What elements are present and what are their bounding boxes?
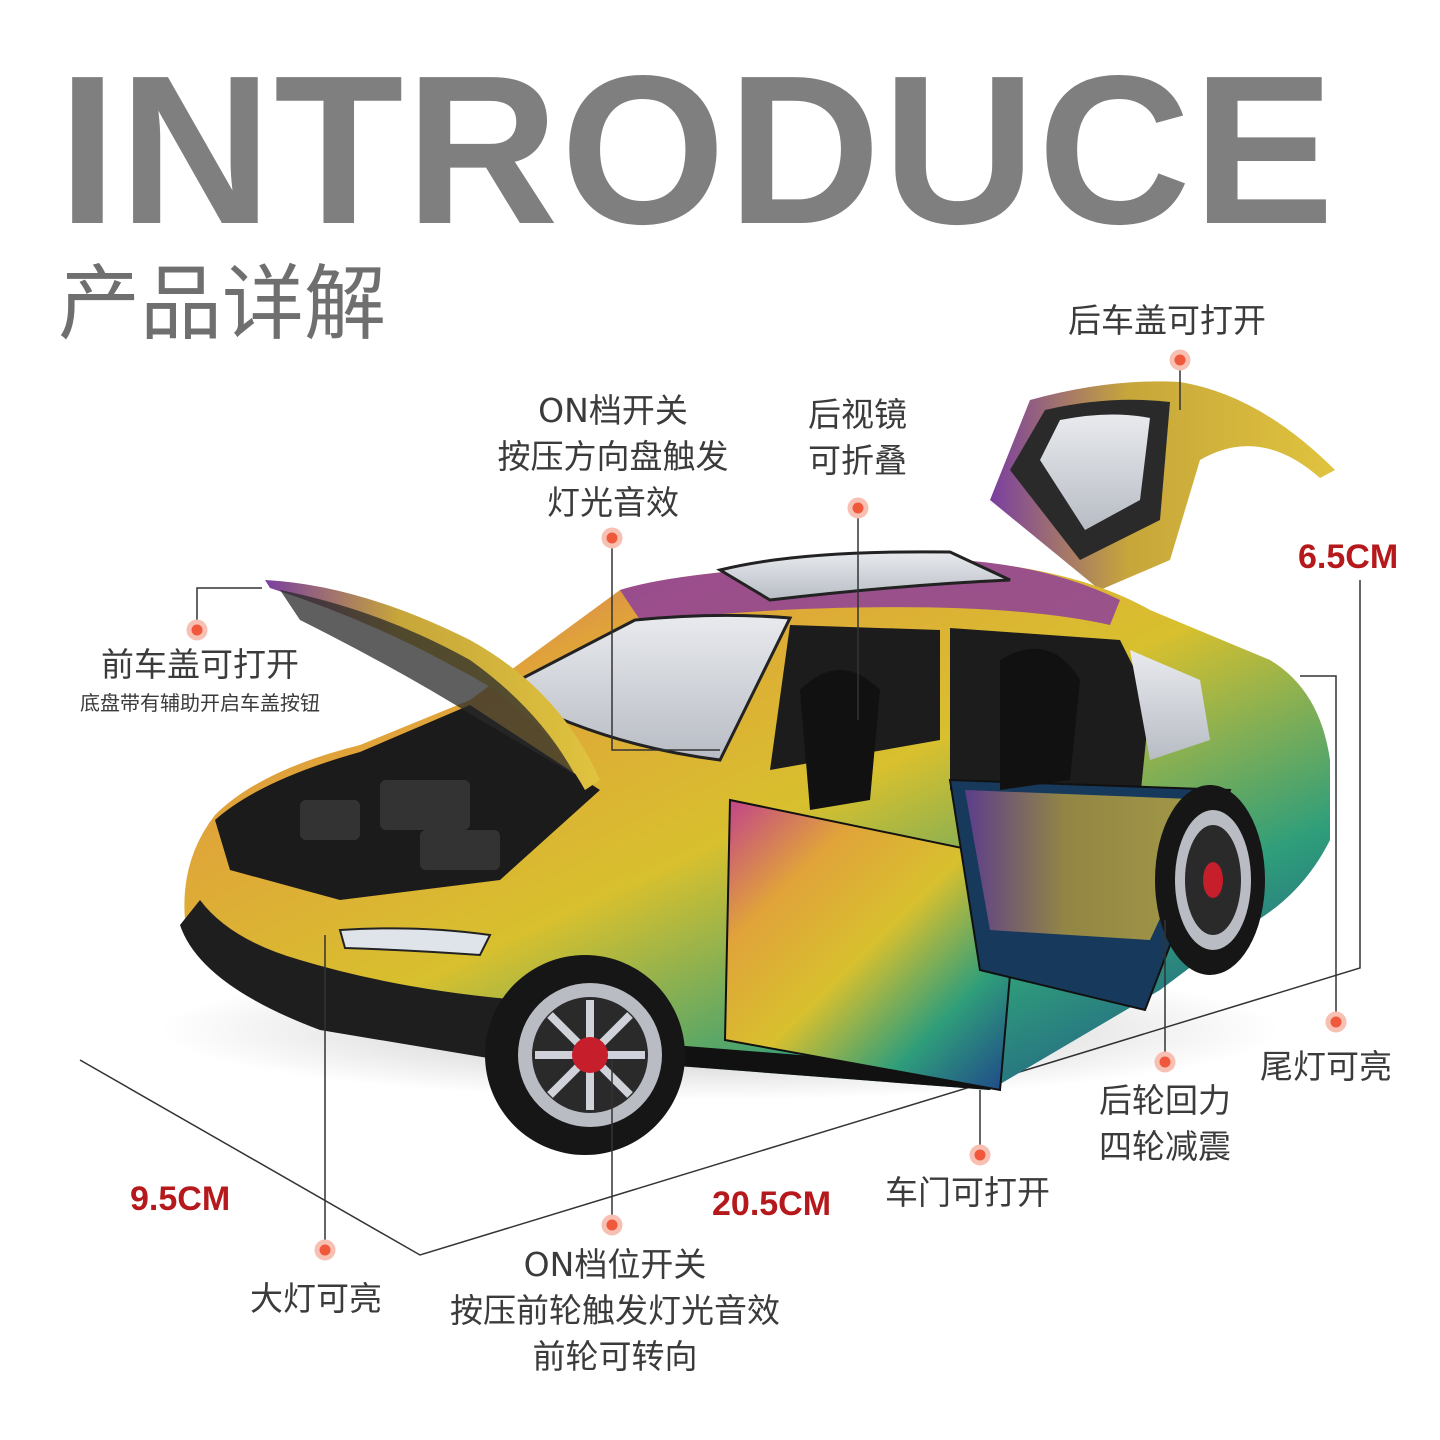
callout-head-light: 大灯可亮: [250, 1276, 382, 1322]
callout-mirror-line-2: 可折叠: [808, 441, 907, 480]
callout-on-switch-bottom: ON档位开关 按压前轮触发灯光音效 前轮可转向: [420, 1242, 810, 1380]
callout-mirror-line-1: 后视镜: [808, 395, 907, 434]
callout-door-line-1: 车门可打开: [885, 1173, 1050, 1212]
callout-on-switch-bottom-line-2: 按压前轮触发灯光音效: [450, 1291, 780, 1330]
callout-head-light-line-1: 大灯可亮: [250, 1279, 382, 1318]
callout-rear-wheel: 后轮回力 四轮减震: [1080, 1078, 1250, 1170]
callout-mirror: 后视镜 可折叠: [790, 392, 925, 484]
car-body: [180, 550, 1330, 1092]
callout-door: 车门可打开: [885, 1170, 1050, 1216]
dimension-width: 9.5CM: [130, 1180, 231, 1218]
rear-tailgate: [990, 381, 1335, 590]
callout-on-switch-bottom-line-3: 前轮可转向: [532, 1337, 698, 1376]
callout-dots: [186, 349, 1347, 1261]
callout-front-hood-line-1: 前车盖可打开: [101, 645, 299, 684]
callout-on-switch-bottom-line-1: ON档位开关: [523, 1245, 707, 1284]
dimension-length: 20.5CM: [712, 1185, 832, 1223]
callout-rear-wheel-line-2: 四轮减震: [1099, 1127, 1231, 1166]
rear-wheel: [1155, 785, 1265, 975]
dimension-height: 6.5CM: [1298, 538, 1399, 576]
callout-on-switch-top-line-2: 按压方向盘触发: [497, 437, 729, 476]
callout-front-hood: 前车盖可打开 底盘带有辅助开启车盖按钮: [40, 642, 360, 718]
leader-lines: [196, 360, 1337, 1250]
callout-rear-wheel-line-1: 后轮回力: [1099, 1081, 1231, 1120]
callout-tail-light-line-1: 尾灯可亮: [1260, 1047, 1392, 1086]
callout-rear-hood-line-1: 后车盖可打开: [1068, 301, 1266, 340]
page-subtitle: 产品详解: [58, 257, 387, 352]
front-wheel: [485, 955, 685, 1155]
callout-on-switch-top-line-3: 灯光音效: [547, 483, 679, 522]
dimension-lines: [79, 580, 1361, 1256]
page-title: INTRODUCE: [58, 31, 1337, 268]
callout-rear-hood: 后车盖可打开: [1068, 298, 1266, 344]
callout-on-switch-top-line-1: ON档开关: [538, 391, 688, 430]
callout-on-switch-top: ON档开关 按压方向盘触发 灯光音效: [478, 388, 748, 526]
callout-tail-light: 尾灯可亮: [1260, 1044, 1392, 1090]
callout-front-hood-note: 底盘带有辅助开启车盖按钮: [80, 691, 320, 715]
